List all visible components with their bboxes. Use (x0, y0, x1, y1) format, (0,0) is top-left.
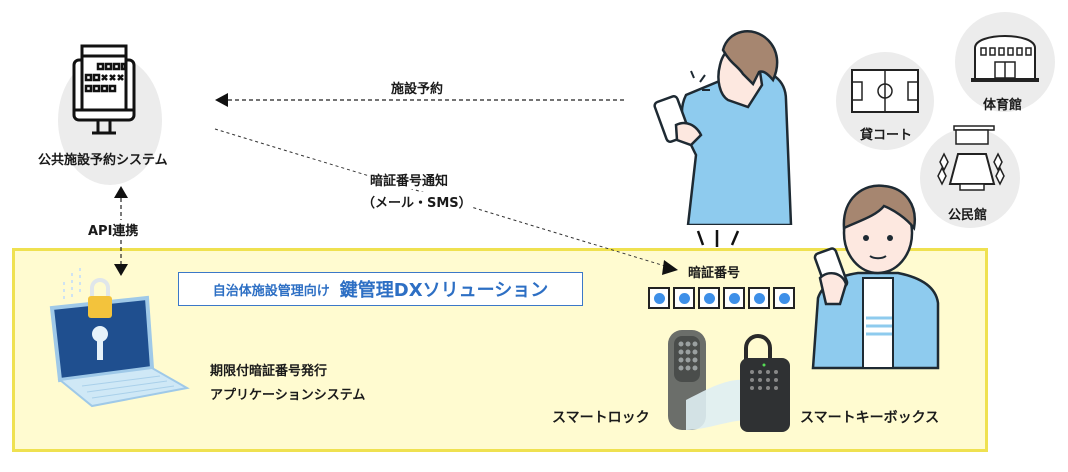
api-arrowhead-down (114, 264, 128, 276)
passcode-label: 暗証番号 (688, 266, 741, 281)
app-label-line1: 期限付暗証番号発行 (210, 364, 328, 379)
notify-label-line1: 暗証番号通知 (370, 170, 449, 189)
person-reserving-illustration (653, 30, 793, 225)
passcode-digit (673, 287, 695, 309)
community-hall-icon (937, 125, 1005, 191)
passcode-digits (648, 287, 795, 309)
facility-community-hall: 公民館 (920, 125, 1020, 228)
monitor-calendar-icon (72, 44, 136, 135)
court-icon (851, 69, 919, 113)
person-with-phone-illustration (811, 184, 940, 370)
notify-label-line2: （メール・SMS） (362, 192, 472, 211)
laptop-lock-illustration (49, 268, 190, 408)
passcode-digit (723, 287, 745, 309)
facility-court: 貸コート (836, 52, 934, 150)
gymnasium-icon (971, 35, 1039, 82)
solution-title: 鍵管理DXソリューション (339, 280, 549, 301)
passcode-digit (748, 287, 770, 309)
key-box-shackle (744, 334, 772, 362)
passcode-digit (773, 287, 795, 309)
smart-lock-label: スマートロック (552, 410, 650, 426)
api-label: API連携 (88, 220, 139, 239)
signal-lines (696, 230, 740, 247)
facility-gym: 体育館 (955, 12, 1055, 113)
facility-community-hall-label: 公民館 (948, 208, 988, 223)
reservation-arrowhead (215, 93, 228, 107)
system-label: 公共施設予約システム (38, 153, 168, 168)
solution-title-box: 自治体施設管理向け 鍵管理DXソリューション (178, 272, 583, 306)
notify-arrowhead (662, 260, 678, 275)
passcode-digit (698, 287, 720, 309)
solution-subtitle: 自治体施設管理向け (212, 283, 330, 299)
api-arrowhead-up (114, 186, 128, 198)
smart-keybox-label: スマートキーボックス (800, 410, 940, 426)
passcode-digit (648, 287, 670, 309)
facility-court-label: 貸コート (860, 128, 913, 143)
reservation-label: 施設予約 (391, 82, 444, 97)
app-label-line2: アプリケーションシステム (210, 388, 366, 403)
smart-keybox-icon (740, 358, 790, 432)
facility-gym-label: 体育館 (983, 98, 1023, 113)
smart-devices-illustration (668, 330, 790, 432)
